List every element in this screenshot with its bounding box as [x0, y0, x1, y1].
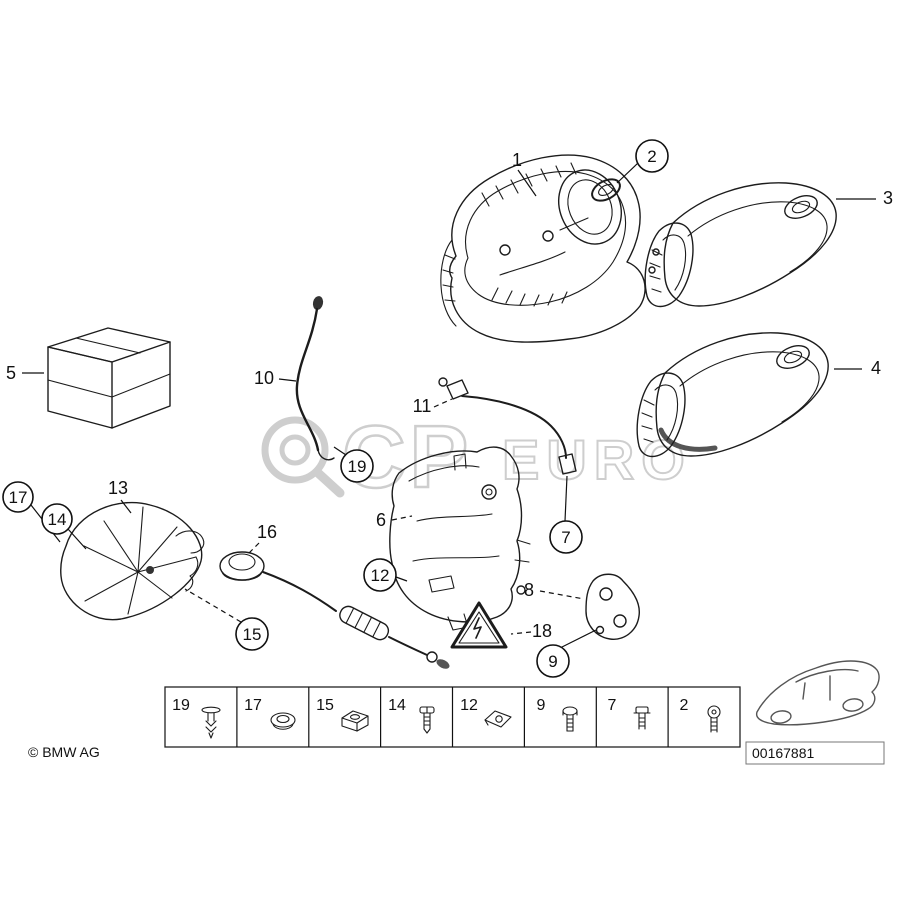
callout-19-num: 19 [348, 457, 367, 476]
vehicle-thumbnail [755, 660, 880, 726]
callout-15-num: 15 [243, 625, 262, 644]
copyright: © BMW AG [28, 744, 100, 760]
watermark-text-2: EURO [502, 428, 692, 491]
clip-nut-icon [341, 710, 369, 732]
leader-lines [22, 162, 876, 649]
part-5-foam-pad [47, 327, 171, 429]
callout-2-num: 2 [647, 147, 656, 166]
expansion-rivet-icon [201, 706, 221, 739]
cable-with-boot [262, 571, 450, 669]
callout-17-num: 17 [9, 488, 28, 507]
callout-4: 4 [871, 358, 881, 378]
callout-14-num: 14 [48, 510, 67, 529]
part-6-door-lock [389, 446, 531, 631]
part-16-grommet [219, 551, 265, 581]
part-1-lock-carrier [440, 154, 646, 343]
callout-13: 13 [108, 478, 128, 498]
legend-num-17: 17 [244, 697, 262, 714]
legend-num-19: 19 [172, 697, 190, 714]
legend-num-7: 7 [608, 697, 617, 714]
magnifier-logo-icon [261, 416, 345, 498]
callout-1: 1 [512, 150, 522, 170]
callout-8: 8 [524, 580, 534, 600]
screw-icon-9 [562, 706, 578, 732]
diagram-number: 00167881 [752, 745, 815, 761]
part-3-outer-door-handle [644, 182, 837, 308]
callout-9: 9 [536, 644, 570, 678]
watermark: CP EURO [261, 406, 692, 507]
diagram-id-box: 00167881 [745, 741, 885, 765]
callout-11: 11 [413, 396, 432, 416]
legend-strip: 19 17 15 14 12 [164, 686, 741, 748]
legend-num-2: 2 [680, 697, 689, 714]
part-13-seal [60, 501, 205, 621]
circled-callouts: 2 7 9 12 14 15 17 19 [2, 139, 669, 678]
part-18-warning-triangle [450, 601, 508, 649]
part-8-bracket [585, 573, 640, 640]
part-4-outer-door-handle [636, 332, 829, 458]
callout-7-num: 7 [561, 528, 570, 547]
callout-19: 19 [340, 449, 374, 483]
legend-num-9: 9 [537, 697, 546, 714]
callout-labels: 1 3 4 5 6 8 10 11 13 16 18 [6, 150, 893, 641]
callout-15: 15 [235, 617, 269, 651]
callout-17: 17 [2, 481, 34, 513]
callout-12: 12 [363, 558, 397, 592]
screw-icon-7 [633, 706, 651, 730]
callout-10: 10 [254, 368, 274, 388]
part-10-operating-rod [295, 296, 335, 461]
legend-num-15: 15 [316, 697, 334, 714]
callout-7: 7 [549, 520, 583, 554]
legend-num-14: 14 [388, 697, 406, 714]
part-2-gasket [591, 178, 621, 202]
callout-16: 16 [257, 522, 277, 542]
bracket-icon [484, 710, 512, 728]
screw-icon-2 [707, 705, 721, 733]
callout-18: 18 [532, 621, 552, 641]
callout-12-num: 12 [371, 566, 390, 585]
part-11-bowden-cable [438, 377, 577, 475]
callout-14: 14 [41, 503, 73, 535]
callout-5: 5 [6, 363, 16, 383]
callout-9-num: 9 [548, 652, 557, 671]
legend-num-12: 12 [460, 697, 478, 714]
callout-6: 6 [376, 510, 386, 530]
screw-icon-14 [419, 706, 435, 734]
callout-3: 3 [883, 188, 893, 208]
grommet-icon [270, 712, 296, 730]
callout-2: 2 [635, 139, 669, 173]
